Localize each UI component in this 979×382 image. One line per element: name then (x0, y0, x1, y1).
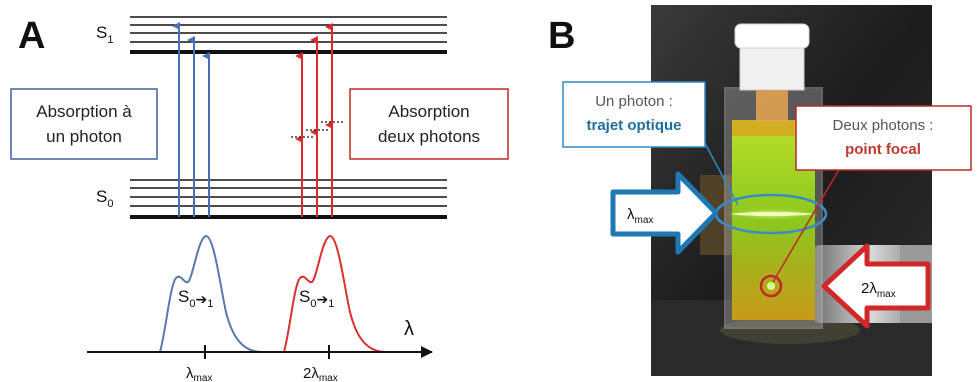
callout-two-photon-line1: Deux photons : (833, 117, 934, 134)
one-photon-transition-label: S0➔1 (178, 287, 213, 310)
two-photon-transition-label: S0➔1 (299, 287, 334, 310)
one-photon-arrows (172, 22, 210, 217)
one-photon-box-line1: Absorption à (36, 102, 132, 121)
panel-a-letter: A (18, 15, 45, 57)
lambda-max-arrow: λmax (610, 171, 719, 255)
two-photon-arrows (295, 23, 333, 217)
panel-b-letter: B (548, 15, 575, 57)
s1-label: S1 (96, 23, 113, 46)
two-photon-spectrum-curve (283, 234, 387, 353)
one-photon-box: Absorption à un photon (10, 88, 158, 160)
callout-one-photon-line1: Un photon : (595, 93, 673, 110)
two-photon-box-line1: Absorption (388, 102, 469, 121)
callout-one-line (699, 133, 739, 206)
two-lambda-max-arrow-label: 2λmax (861, 280, 896, 300)
axis-label-lambda: λ (404, 318, 414, 340)
focal-highlight-circle (759, 274, 783, 298)
s0-levels (130, 179, 447, 219)
callout-two-photon-line2: point focal (845, 141, 921, 158)
callout-two-photon: Deux photons : point focal (795, 105, 972, 171)
one-photon-spectrum-curve (159, 234, 263, 353)
one-photon-box-line2: un photon (46, 127, 122, 146)
focal-point (767, 282, 775, 290)
two-photon-box: Absorption deux photons (349, 88, 509, 160)
two-lambda-max-arrow: 2λmax (821, 243, 931, 329)
lambda-max-arrow-label: λmax (627, 206, 653, 226)
cuvette-cap (739, 44, 805, 91)
s1-levels (130, 16, 447, 54)
tick-label-lambda-max: λmax (186, 365, 212, 382)
panel-a: A S1 S0 (10, 15, 509, 382)
panel-b: B (548, 5, 972, 376)
two-photon-box-line2: deux photons (378, 127, 480, 146)
tick-label-two-lambda-max: 2λmax (303, 365, 338, 382)
callout-one-photon-line2: trajet optique (586, 117, 681, 134)
s0-label: S0 (96, 187, 113, 210)
callout-one-photon: Un photon : trajet optique (562, 81, 706, 148)
